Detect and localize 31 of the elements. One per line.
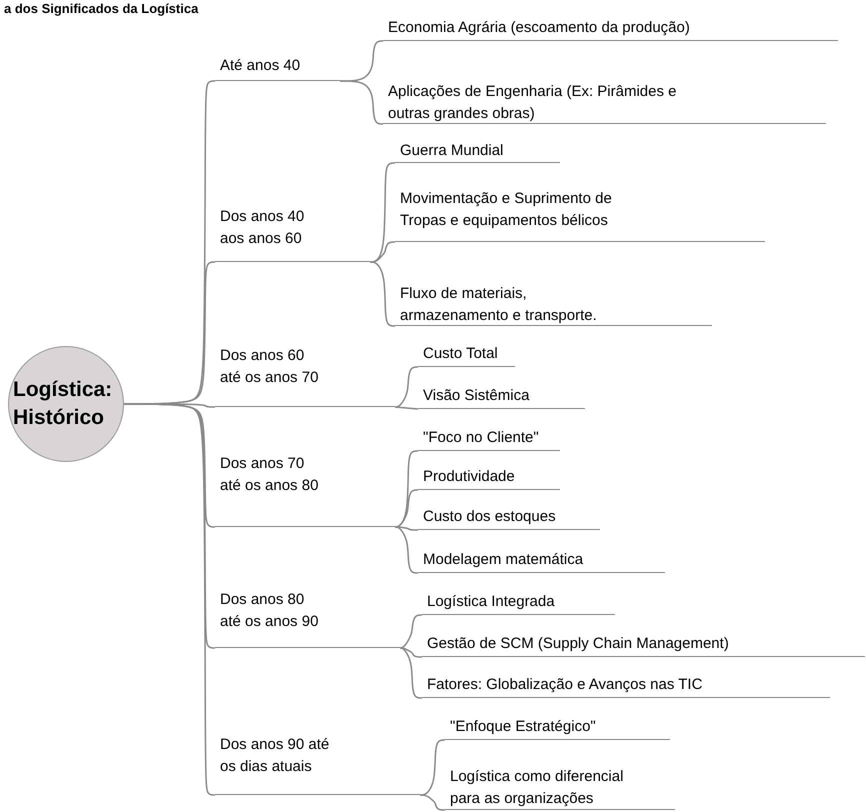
branch-text: Dos anos 90 até os dias atuais [219, 735, 330, 777]
branch-text: "Enfoque Estratégico" [449, 717, 597, 737]
branch-text: Fluxo de materiais, armazenamento e transporte. [399, 284, 598, 326]
branch-text: Movimentação e Suprimento de Tropas e equipamentos bélicos [399, 189, 613, 231]
topic-title: Logística: Histórico [12, 377, 114, 431]
branch-connector [370, 241, 395, 263]
branch-text: Até anos 40 [219, 56, 302, 76]
branch-text: Custo dos estoques [422, 507, 557, 527]
branch-text: "Foco no Cliente" [422, 428, 540, 448]
branch-connector [394, 489, 418, 528]
branch-text: Gestão de SCM (Supply Chain Management) [426, 634, 730, 654]
branch-text: Modelagem matemática [422, 550, 584, 570]
branch-text: Dos anos 80 até os anos 90 [219, 590, 320, 632]
branch-text: Fatores: Globalização e Avanços nas TIC [426, 675, 704, 695]
branch-text: Visão Sistêmica [422, 386, 530, 406]
branch-text: Custo Total [422, 344, 499, 364]
branch-connector [400, 647, 422, 658]
branch-connector [400, 614, 422, 649]
branch-text: Dos anos 70 até os anos 80 [219, 454, 320, 496]
branch-connector [420, 794, 445, 811]
branch-text: Logística como diferencial para as organizações [449, 767, 624, 809]
branch-text: Logística Integrada [426, 592, 556, 612]
diagram-title: a dos Significados da Logística [4, 1, 198, 16]
branch-connector [394, 406, 418, 410]
branch-text: Aplicações de Engenharia (Ex: Pirâmides e outras grandes obras) [387, 82, 678, 124]
branch-text: Dos anos 60 até os anos 70 [219, 346, 320, 388]
branch-connector [395, 526, 418, 531]
branch-text: Produtividade [422, 467, 516, 487]
branch-text: Dos anos 40 aos anos 60 [219, 207, 306, 249]
branch-text: Guerra Mundial [399, 141, 504, 161]
branch-text: Economia Agrária (escoamento da produção) [387, 18, 691, 38]
